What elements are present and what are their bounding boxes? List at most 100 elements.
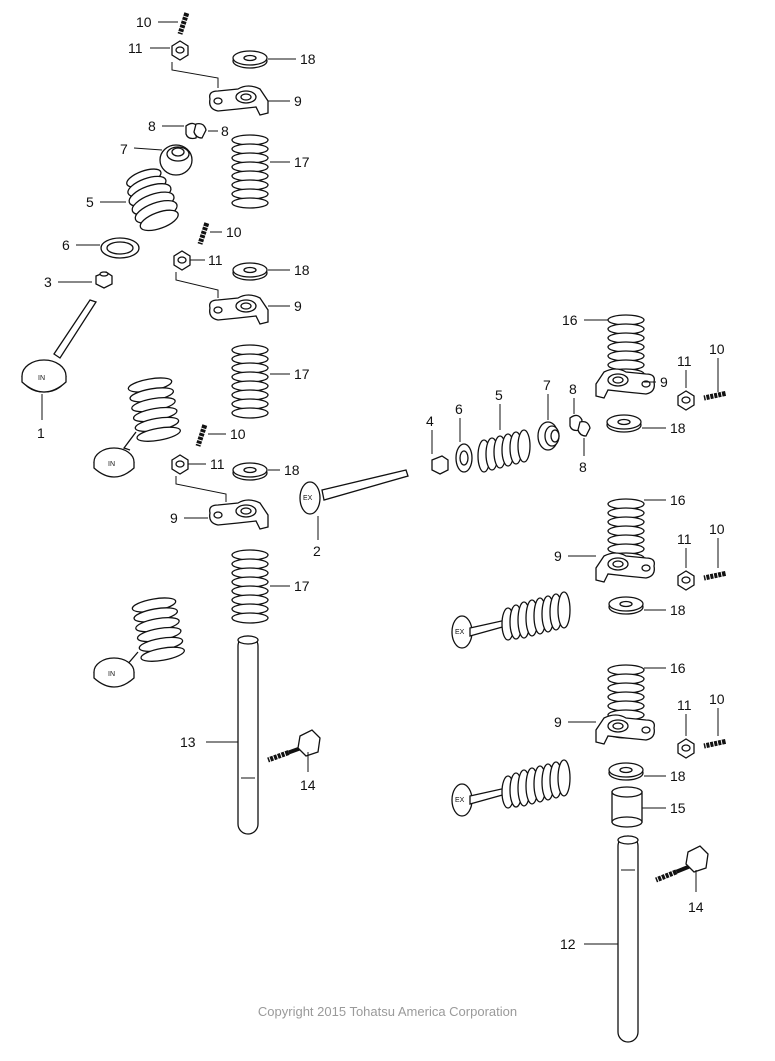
washer-18-a bbox=[232, 50, 268, 69]
callout-16: 16 bbox=[670, 492, 686, 508]
rocker-arm-9-e bbox=[595, 552, 655, 583]
adjusting-screw-10-f bbox=[703, 738, 726, 748]
rocker-arm-9-f bbox=[595, 714, 655, 745]
lock-nut-11-d bbox=[677, 390, 695, 411]
callout-6: 6 bbox=[455, 401, 463, 417]
callout-17: 17 bbox=[294, 578, 310, 594]
adjusting-screw-10-b bbox=[197, 222, 210, 245]
callout-8: 8 bbox=[148, 118, 156, 134]
spring-retainer-7-a bbox=[159, 144, 193, 176]
washer-18-e bbox=[608, 596, 644, 615]
valve-stem-seal-3 bbox=[95, 271, 113, 289]
lock-nut-11-e bbox=[677, 570, 695, 591]
callout-13: 13 bbox=[180, 734, 196, 750]
callout-9: 9 bbox=[554, 548, 562, 564]
callout-17: 17 bbox=[294, 154, 310, 170]
exhaust-valve-assembly-b: EX bbox=[451, 759, 571, 817]
valve-face-label: EX bbox=[455, 629, 465, 636]
callout-7: 7 bbox=[543, 377, 551, 393]
callout-8: 8 bbox=[569, 381, 577, 397]
washer-18-f bbox=[608, 762, 644, 781]
callout-1: 1 bbox=[37, 425, 45, 441]
callout-10: 10 bbox=[230, 426, 246, 442]
sleeve-15 bbox=[611, 786, 643, 828]
callout-11: 11 bbox=[208, 252, 223, 268]
rocker-arm-9-d bbox=[595, 368, 655, 399]
callout-14: 14 bbox=[300, 777, 316, 793]
callout-18: 18 bbox=[670, 420, 686, 436]
valve-face-label: IN bbox=[108, 671, 115, 678]
intake-valve-1: IN bbox=[21, 299, 97, 393]
callout-10: 10 bbox=[709, 521, 725, 537]
valve-spring-17-b bbox=[231, 344, 269, 419]
lock-nut-11-a bbox=[171, 40, 189, 61]
callout-9: 9 bbox=[554, 714, 562, 730]
intake-valve-assembly-a: IN bbox=[93, 377, 182, 478]
bolt-14-a bbox=[267, 729, 321, 763]
bolt-14-b bbox=[655, 845, 709, 883]
washer-18-d bbox=[606, 414, 642, 433]
lock-nut-11-c bbox=[171, 454, 189, 475]
valve-cotter-8-b bbox=[569, 414, 591, 437]
callout-9: 9 bbox=[294, 93, 302, 109]
adjusting-screw-10-c bbox=[195, 424, 208, 447]
callout-2: 2 bbox=[313, 543, 321, 559]
callout-11: 11 bbox=[677, 353, 692, 369]
intake-valve-assembly-b: IN bbox=[93, 597, 186, 688]
callout-16: 16 bbox=[670, 660, 686, 676]
valve-face-label: IN bbox=[108, 461, 115, 468]
adjusting-screw-10-d bbox=[703, 390, 726, 400]
rocker-arm-9-b bbox=[209, 294, 269, 325]
callout-11: 11 bbox=[210, 456, 225, 472]
valve-spring-17-a bbox=[231, 134, 269, 209]
callout-11: 11 bbox=[677, 531, 692, 547]
lock-nut-11-b bbox=[173, 250, 191, 271]
callout-8: 8 bbox=[221, 123, 229, 139]
callout-10: 10 bbox=[226, 224, 242, 240]
callout-18: 18 bbox=[294, 262, 310, 278]
callout-18: 18 bbox=[670, 602, 686, 618]
callout-11: 11 bbox=[677, 697, 692, 713]
valve-face-label: EX bbox=[303, 495, 313, 502]
callout-9: 9 bbox=[294, 298, 302, 314]
callout-10: 10 bbox=[709, 691, 725, 707]
callout-18: 18 bbox=[284, 462, 300, 478]
callout-9: 9 bbox=[170, 510, 178, 526]
washer-18-c bbox=[232, 462, 268, 481]
rocker-arm-9-a bbox=[209, 85, 269, 116]
copyright-notice: Copyright 2015 Tohatsu America Corporati… bbox=[257, 1004, 518, 1019]
callout-14: 14 bbox=[688, 899, 704, 915]
valve-face-label: EX bbox=[455, 797, 465, 804]
valve-face-label: IN bbox=[38, 375, 45, 382]
callout-5: 5 bbox=[495, 387, 503, 403]
valve-cotter-8-a bbox=[185, 122, 207, 140]
valve-spring-5-b bbox=[477, 429, 531, 473]
spring-seat-6-a bbox=[100, 237, 140, 259]
callout-4: 4 bbox=[426, 413, 434, 429]
callout-10: 10 bbox=[709, 341, 725, 357]
valve-spring-17-c bbox=[231, 549, 269, 624]
spring-retainer-7-b bbox=[537, 421, 560, 451]
lock-nut-11-f bbox=[677, 738, 695, 759]
callout-18: 18 bbox=[300, 51, 316, 67]
adjusting-screw-10-e bbox=[703, 570, 726, 580]
callout-3: 3 bbox=[44, 274, 52, 290]
exhaust-valve-assembly-a: EX bbox=[451, 591, 571, 649]
valve-stem-seal-4 bbox=[431, 455, 449, 475]
rocker-arm-9-c bbox=[209, 499, 269, 530]
callout-16: 16 bbox=[562, 312, 578, 328]
washer-18-b bbox=[232, 262, 268, 281]
callout-12: 12 bbox=[560, 936, 576, 952]
spring-seat-6-b bbox=[455, 443, 473, 473]
callout-17: 17 bbox=[294, 366, 310, 382]
push-rod-12 bbox=[617, 835, 639, 1043]
exhaust-valve-2: EX bbox=[299, 469, 409, 515]
callout-18: 18 bbox=[670, 768, 686, 784]
callout-10: 10 bbox=[136, 14, 152, 30]
callout-15: 15 bbox=[670, 800, 686, 816]
valve-spring-5-a bbox=[126, 168, 179, 232]
callout-8: 8 bbox=[579, 459, 587, 475]
callout-7: 7 bbox=[120, 141, 128, 157]
adjusting-screw-10-a bbox=[177, 12, 190, 35]
